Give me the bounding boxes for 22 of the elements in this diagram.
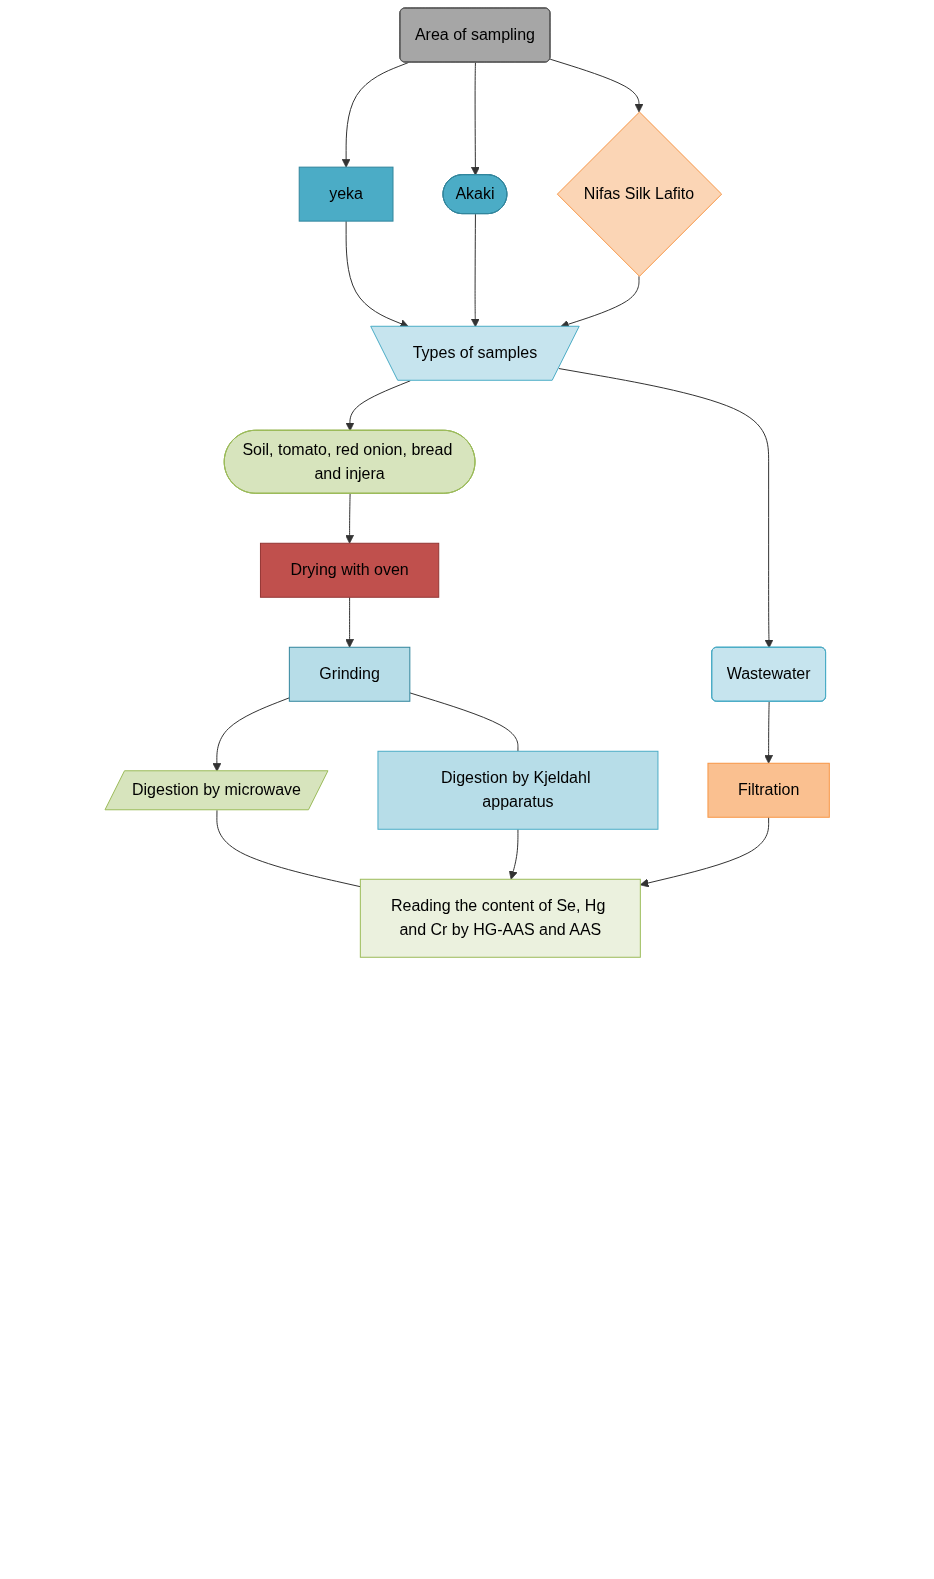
arrow bbox=[345, 220, 409, 328]
arrow bbox=[345, 493, 354, 544]
arrow bbox=[345, 596, 354, 648]
arrow bbox=[341, 62, 409, 168]
node-box: Filtration bbox=[707, 762, 830, 818]
connector bbox=[216, 809, 361, 888]
arrow bbox=[470, 213, 480, 328]
arrow bbox=[558, 368, 774, 649]
arrow bbox=[212, 697, 290, 772]
node-box: Grinding bbox=[288, 646, 411, 702]
arrow bbox=[470, 62, 480, 176]
arrow bbox=[508, 828, 519, 880]
arrow bbox=[345, 380, 411, 432]
arrow bbox=[549, 58, 644, 113]
node-diamond: Nifas Silk Lafito bbox=[556, 111, 722, 277]
connector bbox=[409, 692, 519, 752]
node-box: Digestion by Kjeldahl apparatus bbox=[377, 750, 659, 830]
node-box: Reading the content of Se, Hg and Cr by HG-AAS and AAS bbox=[359, 878, 641, 958]
node-box: Drying with oven bbox=[259, 542, 440, 598]
arrow bbox=[764, 701, 773, 764]
arrow bbox=[639, 816, 769, 888]
node-box: yeka bbox=[298, 166, 394, 222]
